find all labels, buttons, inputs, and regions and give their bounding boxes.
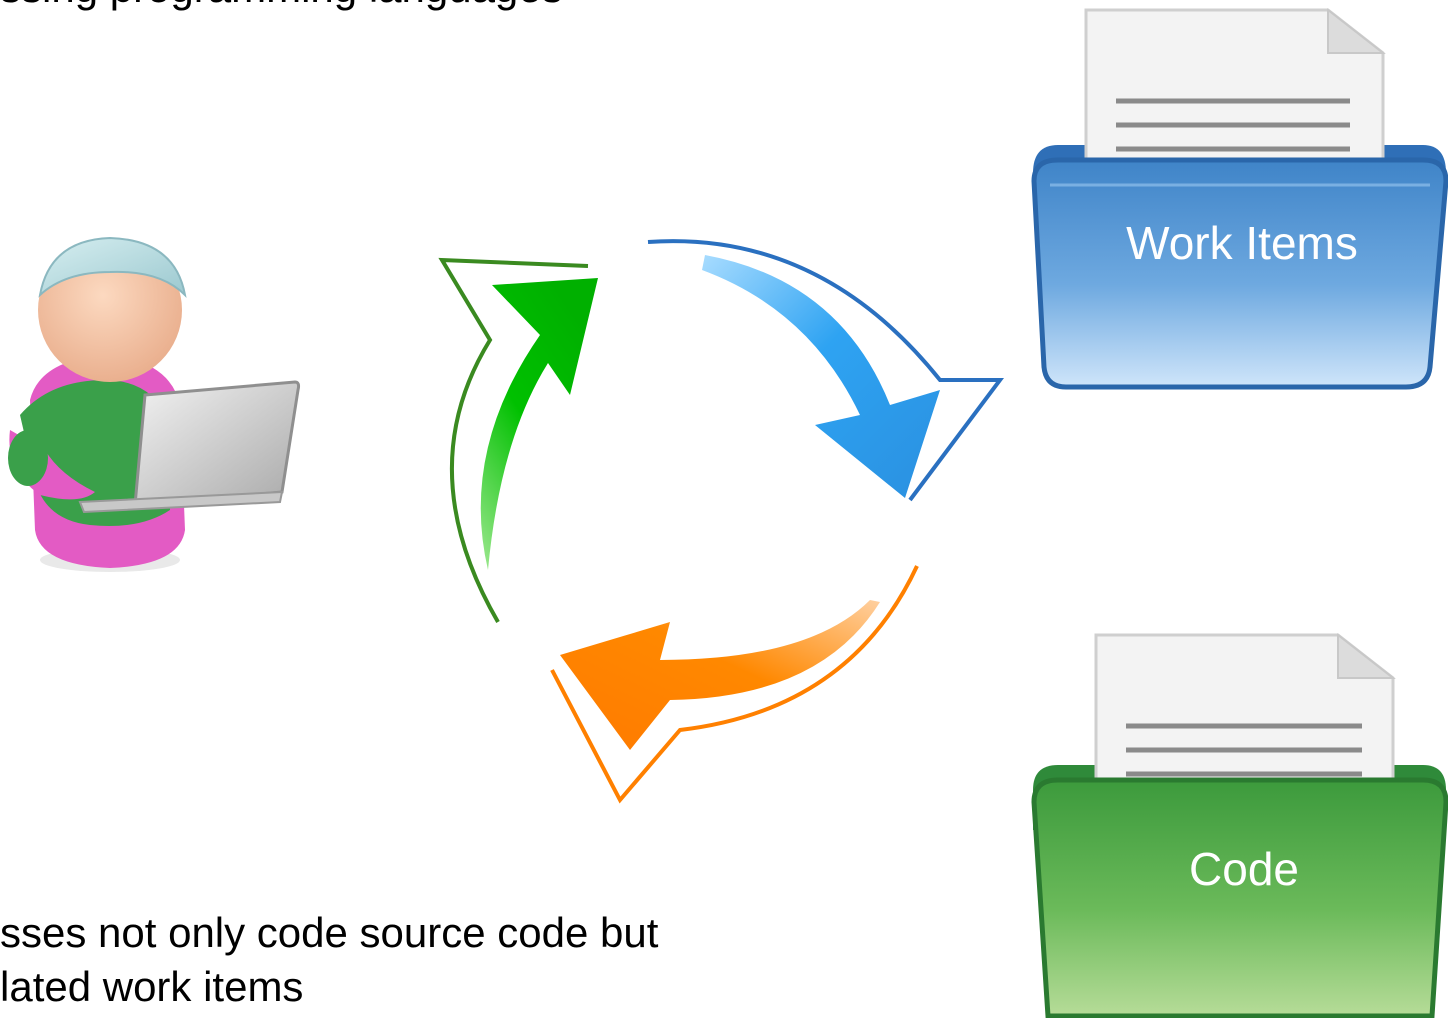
work-items-label: Work Items xyxy=(1126,217,1358,269)
top-text: ssing programming languages xyxy=(0,0,563,12)
document-icon xyxy=(1084,7,1386,197)
bottom-text: sses not only code source code but lated… xyxy=(0,906,658,1014)
work-items-folder-icon xyxy=(1031,7,1448,390)
bottom-text-line-2: lated work items xyxy=(0,963,304,1010)
person-with-laptop-icon xyxy=(8,236,301,572)
code-folder-icon xyxy=(1031,632,1448,1018)
bottom-text-line-1: sses not only code source code but xyxy=(0,909,659,956)
code-label: Code xyxy=(1189,843,1299,895)
cycle-arrows-icon xyxy=(438,239,1004,804)
